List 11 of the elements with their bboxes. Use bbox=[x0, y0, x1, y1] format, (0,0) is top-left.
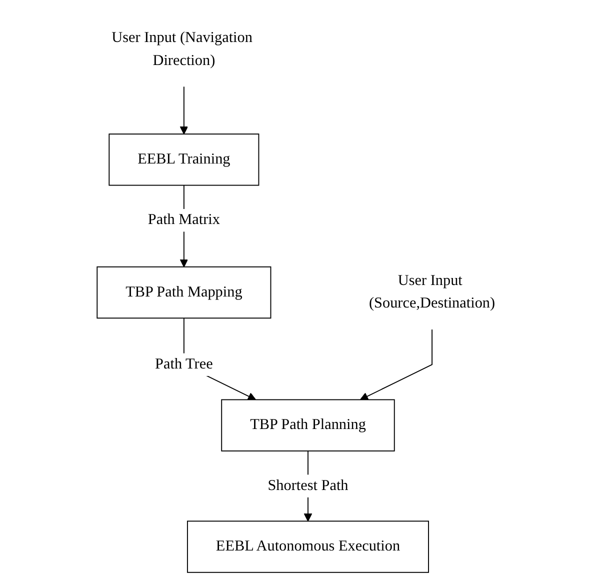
node-box: TBP Path Planning bbox=[221, 399, 395, 452]
arrow bbox=[180, 86, 188, 134]
arrow bbox=[360, 329, 433, 400]
node-box: TBP Path Mapping bbox=[96, 266, 272, 319]
edge-label: Shortest Path bbox=[268, 478, 348, 494]
edge-label: Path Matrix bbox=[148, 212, 220, 228]
node-text: User Input (Source,Destination) bbox=[369, 272, 496, 312]
node-box: EEBL Autonomous Execution bbox=[187, 520, 429, 573]
node-text: User Input (Navigation Direction) bbox=[112, 30, 252, 69]
node-box: EEBL Training bbox=[108, 134, 260, 186]
edge-label: Path Tree bbox=[155, 356, 213, 372]
